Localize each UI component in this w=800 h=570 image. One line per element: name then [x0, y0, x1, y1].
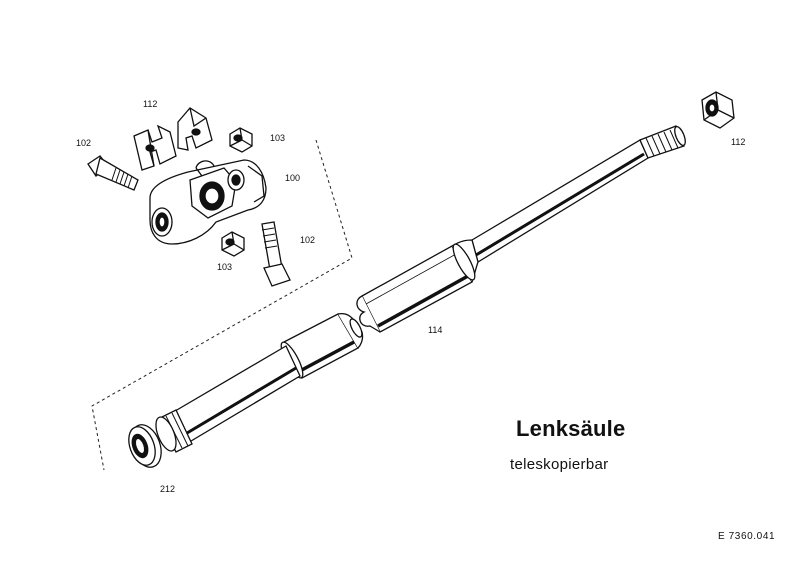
label-112-right: 112 — [731, 137, 746, 147]
nut-112-right — [701, 91, 735, 129]
nut-103-bottom — [221, 231, 245, 257]
bolt-102-right — [261, 221, 291, 287]
clip-112-left — [133, 124, 177, 171]
label-112-top: 112 — [143, 99, 158, 109]
diagram-subtitle: teleskopierbar — [510, 456, 609, 473]
diagram-title: Lenksäule — [516, 416, 626, 441]
label-102-left: 102 — [76, 138, 92, 148]
nut-103-top — [229, 127, 253, 153]
drawing-code: E 7360.041 — [718, 531, 776, 542]
label-103-bottom: 103 — [217, 262, 233, 272]
universal-joint-100 — [149, 159, 267, 245]
label-103-top: 103 — [270, 133, 286, 143]
bolt-102-left — [87, 155, 139, 191]
label-102-right: 102 — [300, 235, 316, 245]
label-114: 114 — [428, 325, 443, 335]
label-100: 100 — [285, 173, 301, 183]
ring-212 — [128, 424, 162, 468]
shaft-114 — [155, 125, 686, 453]
clip-112-right — [177, 107, 213, 151]
assembly-boundary-dashed — [91, 139, 353, 471]
label-212: 212 — [160, 484, 176, 494]
